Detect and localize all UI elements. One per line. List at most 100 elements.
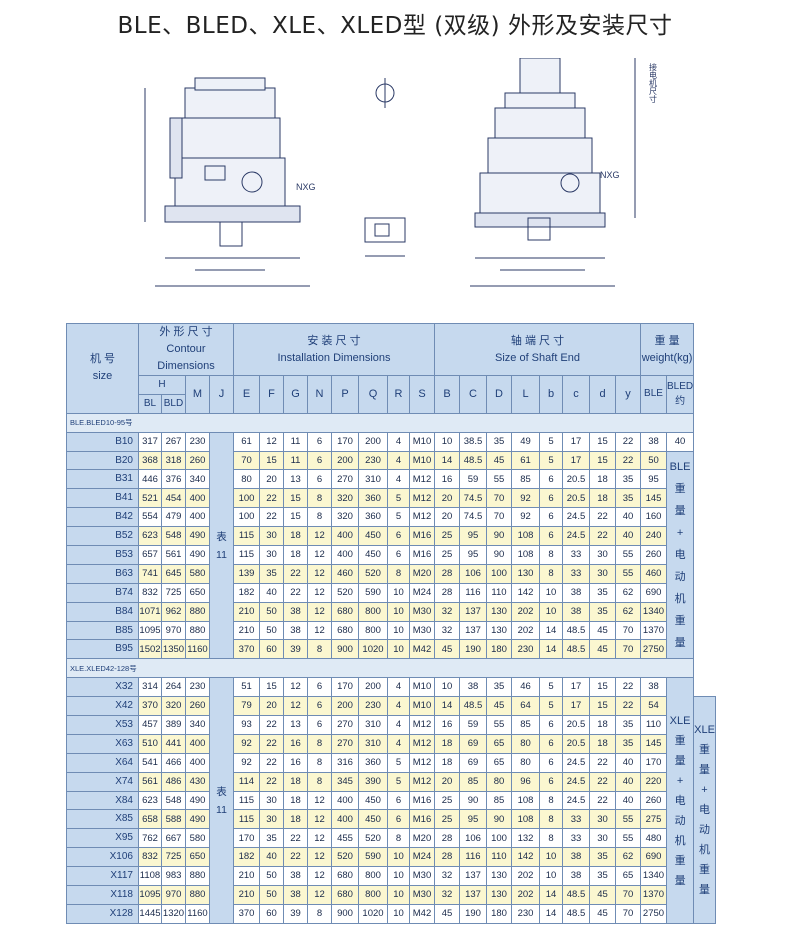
value-cell: 6 [387,809,410,830]
value-cell: 360 [358,507,388,528]
value-cell: 24.5 [562,771,590,792]
value-cell: 35 [486,431,512,452]
value-cell: 40 [615,752,641,773]
value-cell: 454 [161,488,186,509]
value-cell: 1340 [640,866,667,887]
value-cell: 28 [434,828,460,849]
value-cell: 320 [161,696,186,717]
value-cell: 10 [434,677,460,698]
col-j: J [209,375,234,414]
value-cell: 115 [233,809,260,830]
value-cell: 314 [138,677,162,698]
col-c-upper: C [459,375,487,414]
value-cell: 30 [259,545,284,565]
value-cell: 40 [615,526,641,547]
value-cell: 45 [589,903,616,924]
value-cell: 5 [539,450,563,471]
value-cell: 12 [307,526,332,547]
value-cell: 22 [283,847,308,868]
value-cell: M30 [409,620,435,641]
value-cell: 74.5 [459,507,487,528]
value-cell: 1020 [358,639,388,660]
value-cell: 20 [434,771,460,792]
value-cell: M16 [409,790,435,811]
value-cell: 95 [459,545,487,565]
value-cell: M12 [409,733,435,754]
value-cell: 22 [283,563,308,584]
value-cell: 130 [486,885,512,905]
value-cell: 762 [138,828,162,849]
install-header-cn: 安 装 尺 寸 [307,334,361,347]
value-cell: 4 [387,450,410,471]
value-cell: 8 [387,828,410,849]
value-cell: 40 [615,507,641,528]
value-cell: 6 [307,677,332,698]
value-cell: 10 [539,847,563,868]
value-cell: 22 [589,526,616,547]
model-cell: X53 [66,715,139,735]
model-cell: X117 [66,866,139,887]
value-cell: 623 [138,526,162,547]
value-cell: M16 [409,809,435,830]
value-cell: 28 [434,563,460,584]
weight-note-text: 重 [699,743,711,756]
value-cell: 880 [185,601,210,622]
value-cell: 12 [307,828,332,849]
value-cell: 182 [233,582,260,603]
value-cell: 450 [358,809,388,830]
value-cell: 12 [307,866,332,887]
value-cell: 79 [233,696,260,717]
value-cell: 1320 [161,903,186,924]
value-cell: 35 [615,715,641,735]
value-cell: 800 [358,620,388,641]
value-cell: 446 [138,469,162,490]
value-cell: 61 [511,450,540,471]
value-cell: 6 [539,488,563,509]
value-cell: 588 [161,809,186,830]
value-cell: 490 [185,790,210,811]
value-cell: 260 [640,790,667,811]
value-cell: 108 [511,809,540,830]
value-cell: 12 [307,620,332,641]
value-cell: 45 [434,903,460,924]
value-cell: 580 [185,828,210,849]
col-bl: BL [138,393,162,414]
weight-note-text: 重 [699,863,711,876]
value-cell: 70 [615,620,641,641]
value-cell: 40 [259,582,284,603]
col-c-lower: c [562,375,590,414]
value-cell: 50 [259,866,284,887]
value-cell: 59 [459,469,487,490]
value-cell: 1095 [138,885,162,905]
value-cell: 30 [589,828,616,849]
value-cell: 800 [358,601,388,622]
value-cell: 24.5 [562,752,590,773]
value-cell: M10 [409,696,435,717]
value-cell: 490 [185,809,210,830]
value-cell: 24.5 [562,790,590,811]
value-cell: M16 [409,526,435,547]
value-cell: 210 [233,885,260,905]
value-cell: 50 [640,450,667,471]
value-cell: 22 [615,696,641,717]
value-cell: 4 [387,715,410,735]
value-cell: M12 [409,771,435,792]
value-cell: 202 [511,601,540,622]
value-cell: 115 [233,790,260,811]
value-cell: 17 [562,677,590,698]
value-cell: 45 [486,450,512,471]
value-cell: 4 [387,677,410,698]
value-cell: 30 [259,526,284,547]
col-e: E [233,375,260,414]
value-cell: 50 [259,885,284,905]
value-cell: 548 [161,790,186,811]
value-cell: 13 [283,469,308,490]
model-header-cn: 机 号 [89,353,116,366]
value-cell: 85 [511,715,540,735]
value-cell: 6 [539,469,563,490]
value-cell: 14 [539,903,563,924]
